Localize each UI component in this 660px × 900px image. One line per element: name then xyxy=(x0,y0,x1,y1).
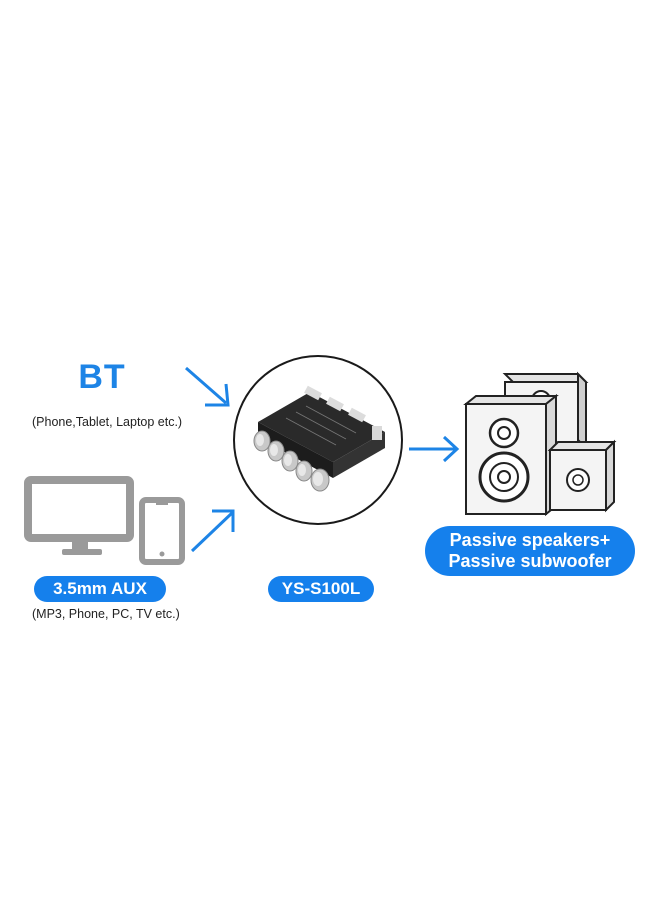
aux-badge: 3.5mm AUX xyxy=(34,576,166,602)
model-badge: YS-S100L xyxy=(268,576,374,602)
output-line-1: Passive speakers+ xyxy=(449,530,611,550)
amplifier-board-image xyxy=(233,355,403,525)
aux-arrow xyxy=(190,509,235,553)
output-line-2: Passive subwoofer xyxy=(448,551,612,571)
monitor-icon xyxy=(24,476,134,555)
bt-label: BT xyxy=(78,358,126,396)
phone-icon xyxy=(139,497,185,565)
bt-arrow xyxy=(185,366,230,407)
aux-devices-caption: (MP3, Phone, PC, TV etc.) xyxy=(32,607,180,621)
output-badge: Passive speakers+ Passive subwoofer xyxy=(425,526,635,576)
speakers-icon xyxy=(463,371,617,517)
output-arrow xyxy=(409,435,460,463)
bt-devices-caption: (Phone,Tablet, Laptop etc.) xyxy=(32,415,183,429)
